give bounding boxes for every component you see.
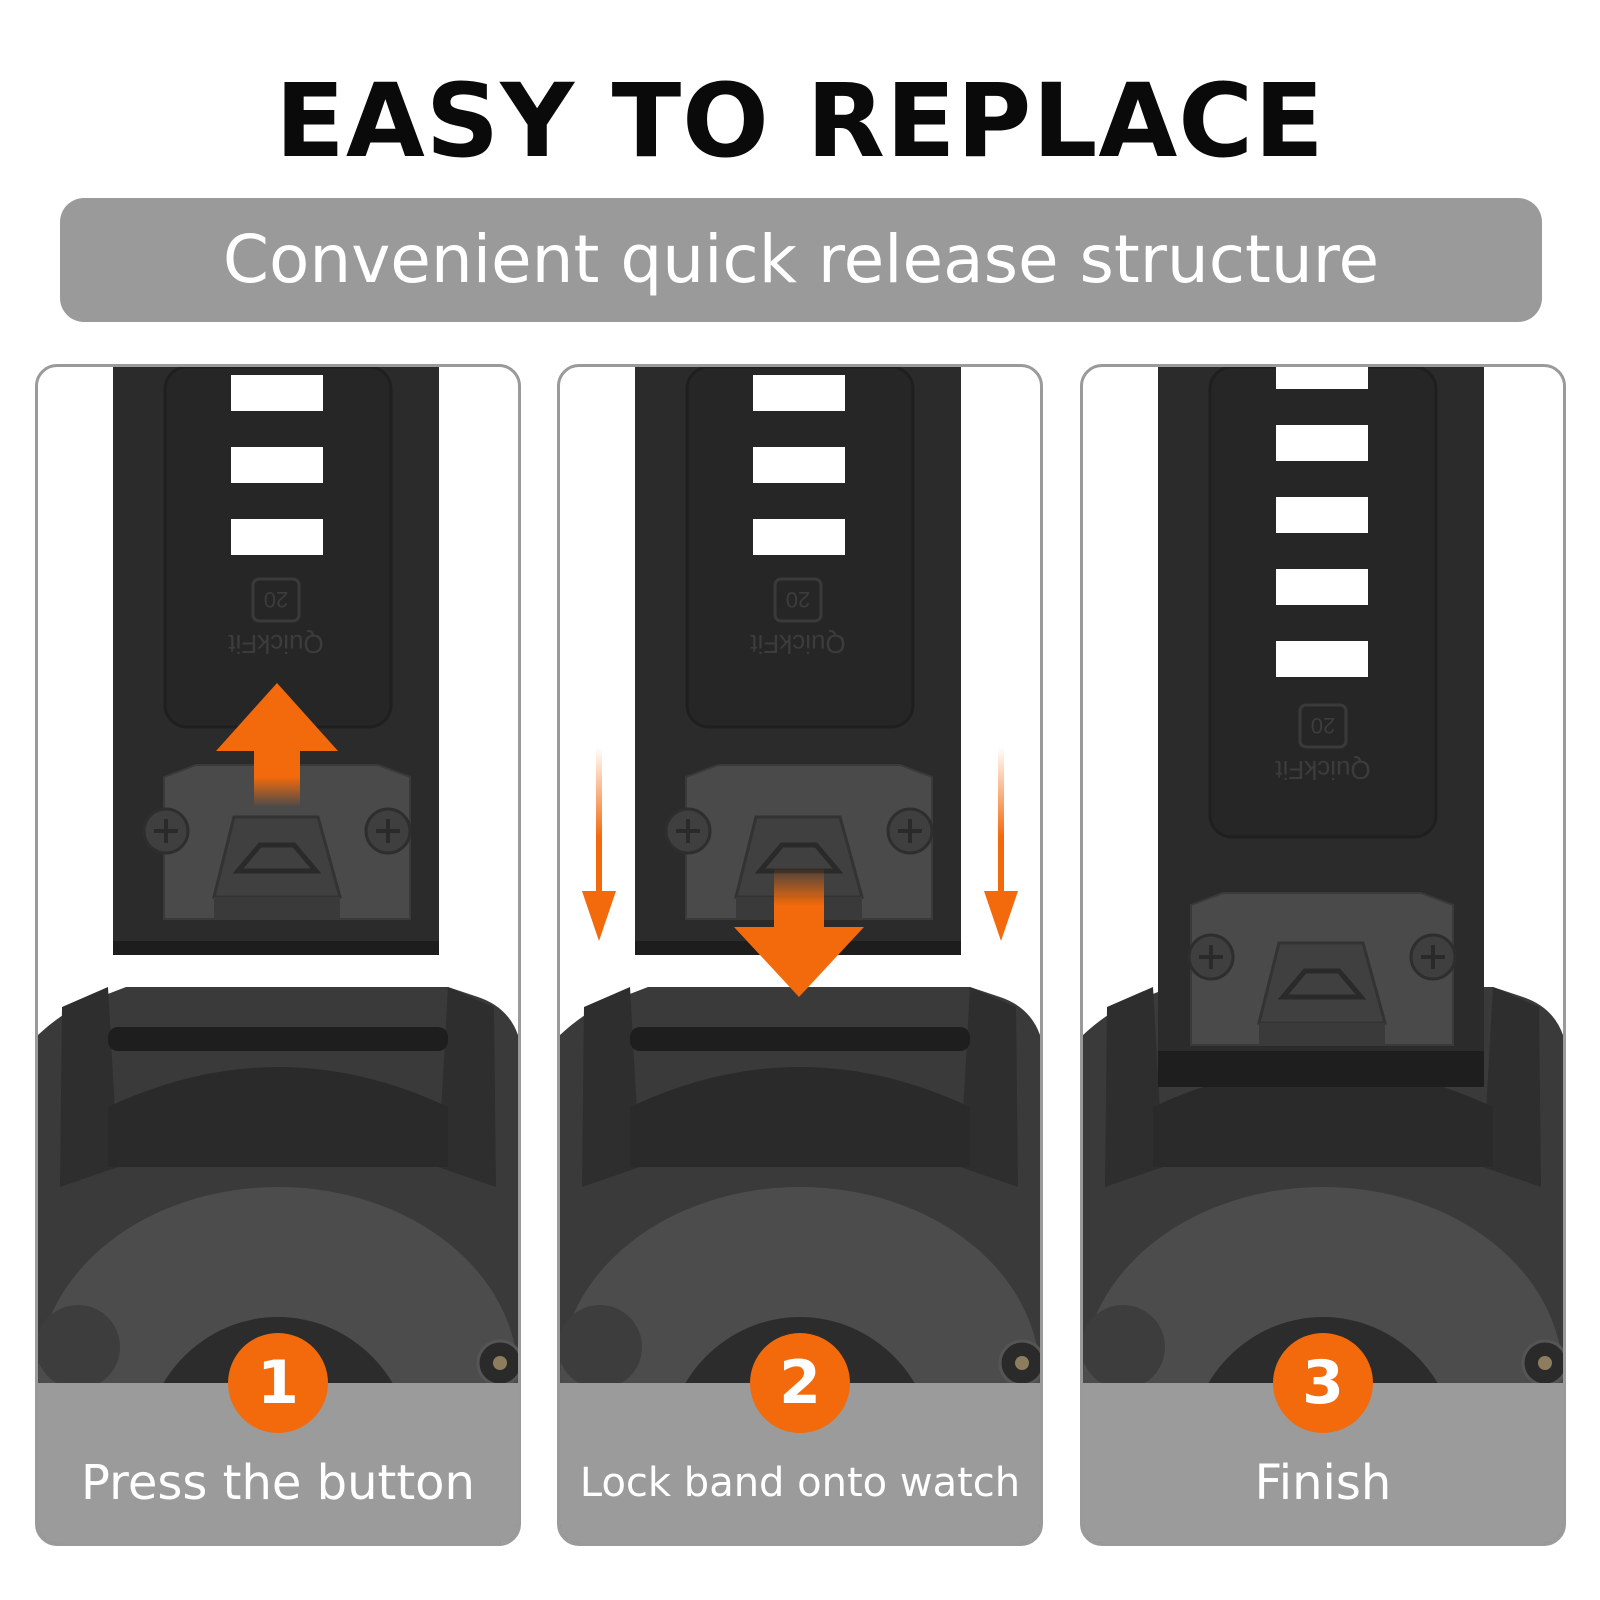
step-number-badge: 2 — [750, 1333, 850, 1433]
band-hole — [231, 519, 323, 555]
watch-band: 20 QuickFit — [1158, 367, 1484, 1087]
watch-band: 20 QuickFit — [113, 367, 439, 955]
band-hole — [1276, 497, 1368, 533]
step-panel-1: 20 QuickFit 1 Press the button — [35, 364, 521, 1546]
watch-band: 20 QuickFit — [635, 367, 961, 955]
step-panel-3: 20 QuickFit 3 Finish — [1080, 364, 1566, 1546]
step-2-illustration: 20 QuickFit — [560, 367, 1040, 1543]
band-brand-mark: QuickFit — [1275, 755, 1371, 785]
arrow-down-icon — [734, 867, 864, 997]
band-hole — [231, 447, 323, 483]
band-hole — [753, 519, 845, 555]
side-arrow-right-icon — [984, 747, 1018, 941]
subtitle-banner: Convenient quick release structure — [60, 198, 1542, 322]
step-number-badge: 3 — [1273, 1333, 1373, 1433]
step-number-badge: 1 — [228, 1333, 328, 1433]
step-label: Press the button — [81, 1455, 475, 1511]
band-brand-mark: QuickFit — [750, 629, 846, 659]
band-hole — [1276, 425, 1368, 461]
step-label: Lock band onto watch — [579, 1460, 1021, 1506]
arrow-up-icon — [216, 683, 338, 807]
band-hole — [1276, 641, 1368, 677]
side-arrow-left-icon — [582, 747, 616, 941]
band-hole — [1276, 569, 1368, 605]
band-size-mark: 20 — [1311, 713, 1335, 738]
band-hole — [753, 375, 845, 411]
step-label: Finish — [1254, 1455, 1392, 1511]
band-size-mark: 20 — [786, 587, 810, 612]
page-title: EASY TO REPLACE — [275, 62, 1325, 181]
subtitle-text: Convenient quick release structure — [222, 221, 1380, 298]
step-panel-2: 20 QuickFit — [557, 364, 1043, 1546]
band-size-mark: 20 — [264, 587, 288, 612]
band-hole — [1276, 367, 1368, 389]
band-hole — [753, 447, 845, 483]
band-hole — [231, 375, 323, 411]
band-brand-mark: QuickFit — [228, 629, 324, 659]
